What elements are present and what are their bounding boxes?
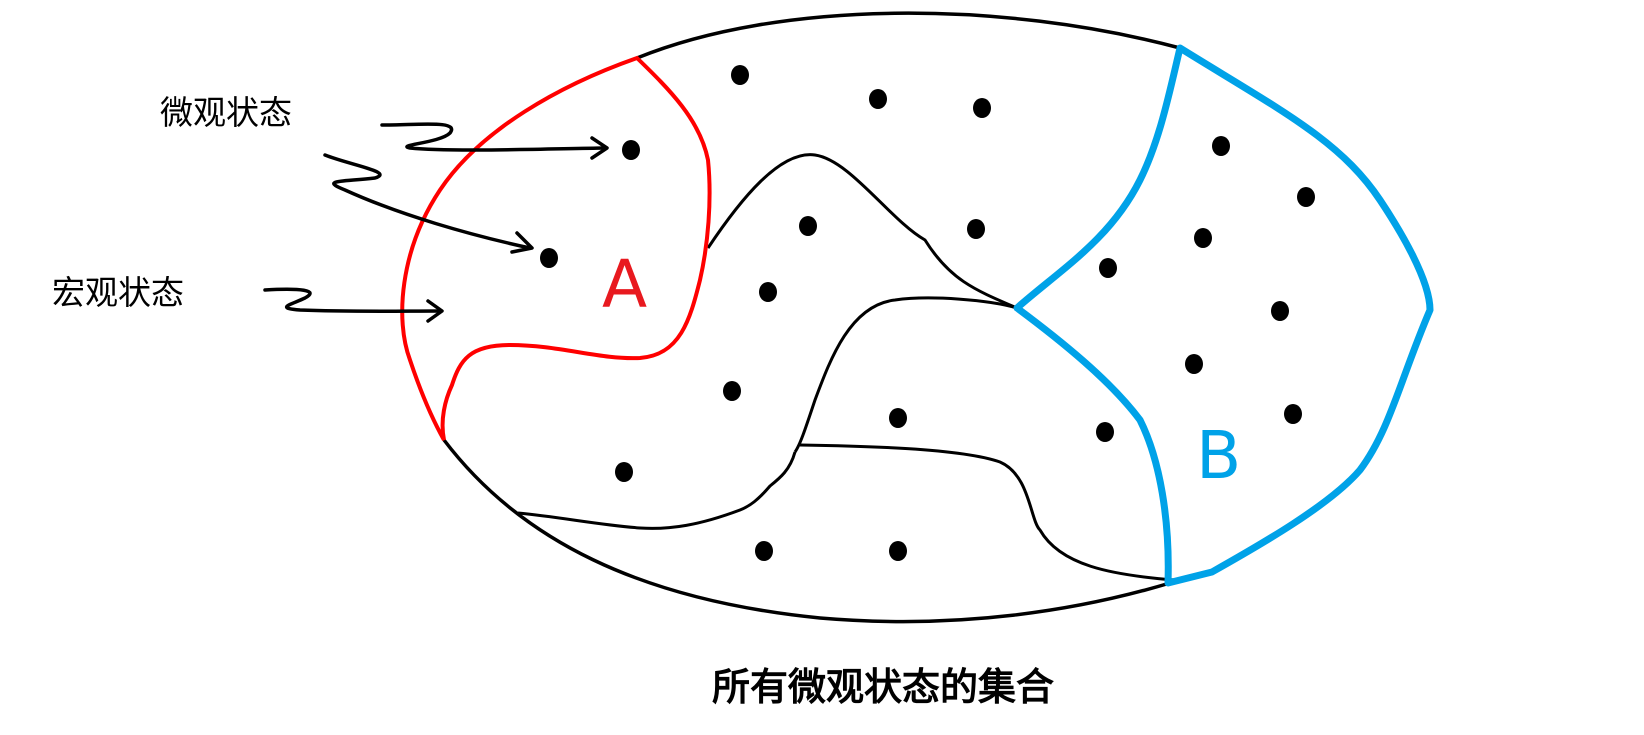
microstate-dot [1271,301,1289,321]
region-b-label: B [1196,417,1241,494]
region-a-boundary [400,55,712,441]
microstate-dot [615,462,633,482]
microstate-dot [889,408,907,428]
microstate-dot [1096,422,1114,442]
outer-set-boundary [442,11,1181,624]
boundary-middle [793,296,1018,453]
microstate-dot [759,282,777,302]
microstate-dot [967,219,985,239]
macrostate-boundaries [517,153,1176,582]
outer-ellipse-bottom [442,438,1171,624]
annotations: 微观状态 宏观状态 所有微观状态的集合 [52,93,1054,709]
microstate-dot [540,248,558,268]
microstate-dot [869,89,887,109]
microstate-dot [1194,228,1212,248]
macrostate-label: 宏观状态 [52,273,184,312]
boundary-lower-left [517,451,797,530]
microstate-dot [1185,354,1203,374]
region-b: B [1013,44,1434,587]
arrow-to-macrostate [263,287,444,323]
microstate-dot [1284,404,1302,424]
microstate-dot [889,541,907,561]
region-b-boundary [1013,44,1434,587]
microstate-dot [622,140,640,160]
region-a: A [400,55,712,441]
microstate-dot [1099,258,1117,278]
microstate-dot [755,541,773,561]
microstate-label: 微观状态 [160,93,292,132]
boundary-lower-right [799,443,1176,582]
diagram-caption: 所有微观状态的集合 [712,665,1054,709]
arrow-to-microstate-1 [380,122,609,160]
arrow-to-microstate-2 [323,153,534,254]
outer-ellipse-top [636,11,1181,60]
microstate-dots [540,65,1315,561]
microstate-dot [723,381,741,401]
microstate-dot [973,98,991,118]
boundary-upper-hump [706,153,1018,310]
microstate-dot [731,65,749,85]
microstate-dot [799,216,817,236]
microstate-dot [1297,187,1315,207]
region-a-label: A [602,246,647,323]
microstate-dot [1212,136,1230,156]
